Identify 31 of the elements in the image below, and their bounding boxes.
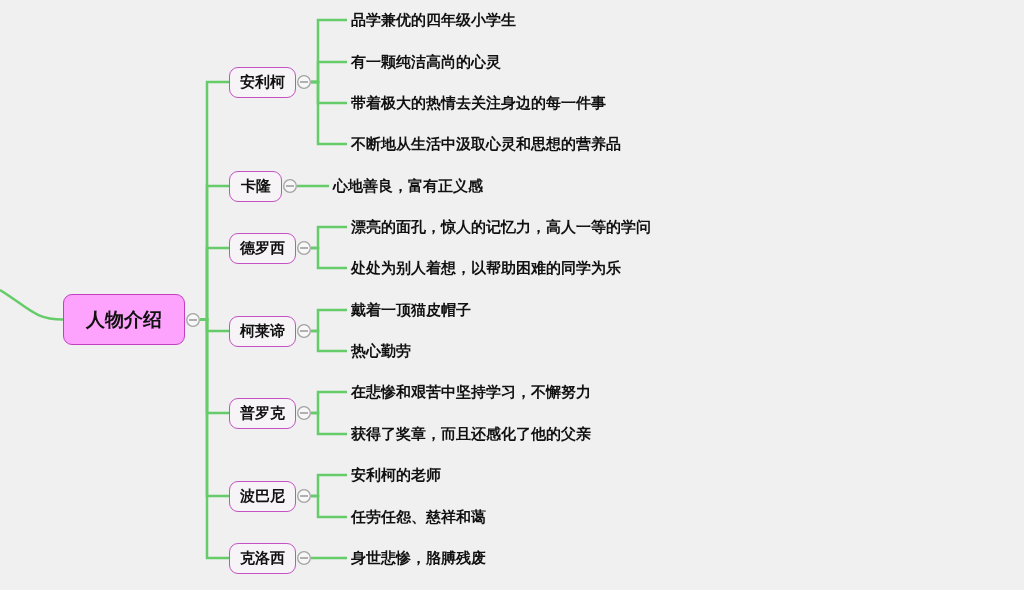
subtopic-text: 带着极大的热情去关注身边的每一件事 [347,93,606,113]
subtopic-text: 品学兼优的四年级小学生 [347,10,516,30]
branch-line [311,411,347,436]
branch-line [311,556,347,560]
subtopic-text: 热心勤劳 [347,341,411,361]
topic-box: 卡隆 [229,170,282,202]
branch-line [311,246,347,270]
subtopic-text: 戴着一顶猫皮帽子 [347,300,471,320]
topic-box: 克洛西 [229,542,296,574]
subtopic-text: 在悲惨和艰苦中坚持学习，不懈努力 [347,382,591,402]
subtopic-text: 身世悲惨，胳膊残废 [347,548,486,568]
subtopic-text: 不断地从生活中汲取心灵和思想的营养品 [347,134,621,154]
topic-box: 波巴尼 [229,480,296,512]
subtopic-text: 获得了奖章，而且还感化了他的父亲 [347,424,591,444]
topic-box: 德罗西 [229,232,296,264]
subtopic-text: 漂亮的面孔，惊人的记忆力，高人一等的学问 [347,217,651,237]
branch-line [0,288,64,321]
branch-line [297,184,329,188]
subtopic-text: 处处为别人着想，以帮助困难的同学为乐 [347,258,621,278]
topic-box: 柯莱谛 [229,315,296,347]
branch-line [311,80,347,146]
central-topic-box: 人物介绍 [63,294,185,345]
topic-box: 安利柯 [229,66,296,98]
subtopic-text: 任劳任怨、慈祥和蔼 [347,507,486,527]
branch-line [311,329,347,353]
subtopic-text: 安利柯的老师 [347,465,441,485]
subtopic-text: 心地善良，富有正义感 [329,176,483,196]
branch-line [311,494,347,519]
topic-box: 普罗克 [229,397,296,429]
branch-line [200,318,229,560]
subtopic-text: 有一颗纯洁高尚的心灵 [347,52,501,72]
